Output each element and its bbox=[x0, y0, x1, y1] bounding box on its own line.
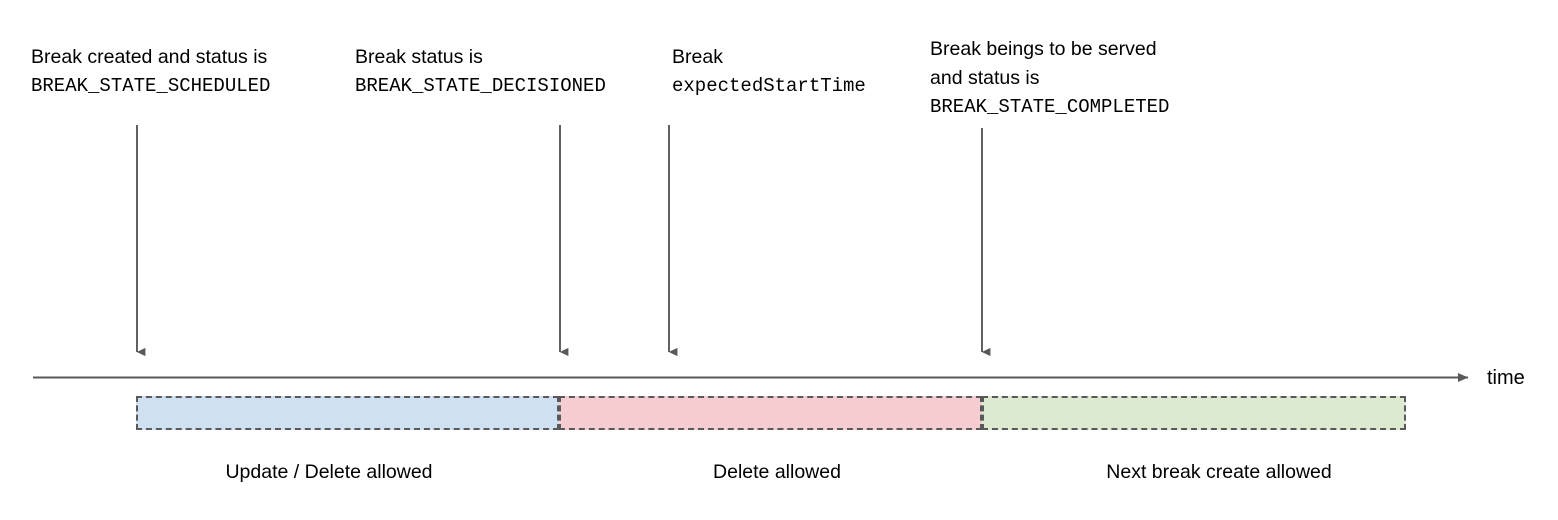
annotation-prose: Break created and status is bbox=[31, 46, 268, 68]
annotation-state-code: BREAK_STATE_COMPLETED bbox=[930, 96, 1170, 118]
annotation-break-completed: Break beings to be served and status is … bbox=[930, 35, 1169, 122]
segment-caption-next-break-create: Next break create allowed bbox=[1106, 461, 1332, 483]
segment-caption-update-delete: Update / Delete allowed bbox=[225, 461, 433, 483]
timeline-segment-decisioned bbox=[559, 396, 982, 430]
annotation-prose: Break status is bbox=[355, 46, 483, 68]
segment-caption-delete: Delete allowed bbox=[713, 461, 841, 483]
annotation-prose-line2: and status is bbox=[930, 67, 1040, 89]
time-axis-label: time bbox=[1487, 367, 1525, 389]
annotation-break-decisioned: Break status is BREAK_STATE_DECISIONED bbox=[355, 43, 606, 101]
annotation-break-expected-start-time: Break expectedStartTime bbox=[672, 43, 866, 101]
annotation-prose-line1: Break beings to be served bbox=[930, 38, 1157, 60]
timeline-segment-completed bbox=[982, 396, 1406, 430]
annotation-break-scheduled: Break created and status is BREAK_STATE_… bbox=[31, 43, 270, 101]
annotation-prose: Break bbox=[672, 46, 723, 68]
timeline-segment-scheduled bbox=[136, 396, 559, 430]
annotation-state-code: BREAK_STATE_DECISIONED bbox=[355, 75, 606, 97]
annotation-state-code: BREAK_STATE_SCHEDULED bbox=[31, 75, 271, 97]
annotation-field-code: expectedStartTime bbox=[672, 75, 866, 97]
